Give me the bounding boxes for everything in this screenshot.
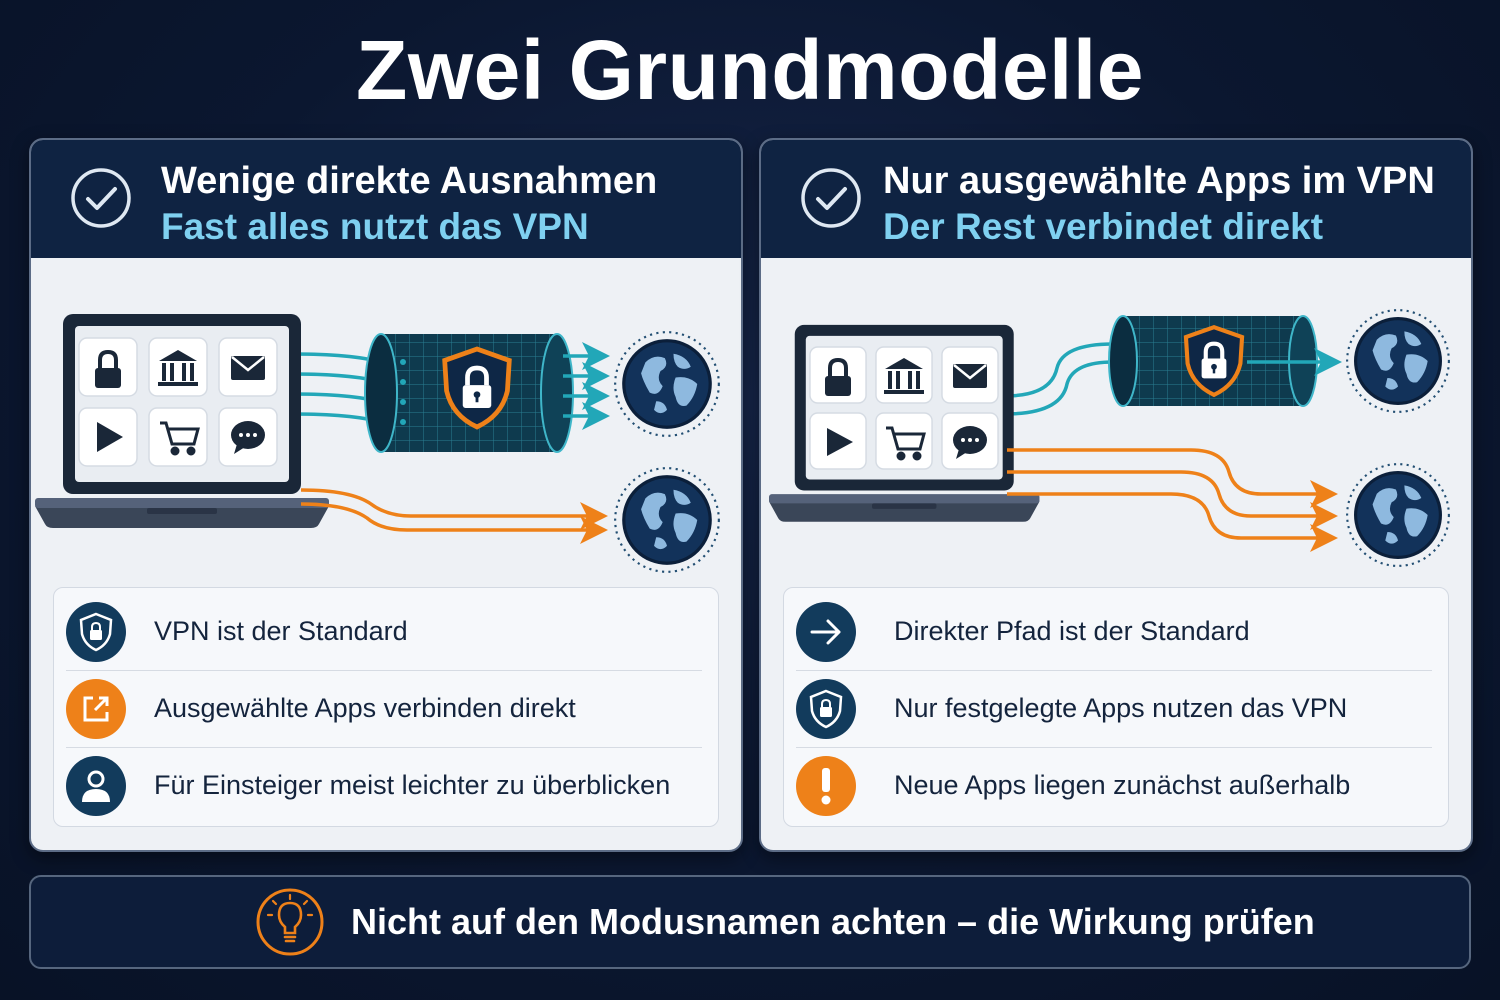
direct-paths	[300, 488, 608, 544]
list-item: Für Einsteiger meist leichter zu überbli…	[66, 747, 702, 824]
left-feature-list: VPN ist der Standard Ausgewählte Apps ve…	[53, 587, 719, 827]
list-item: Nur festgelegte Apps nutzen das VPN	[796, 670, 1432, 748]
cart-icon	[160, 421, 200, 456]
lightbulb-icon	[256, 888, 324, 956]
list-item-text: VPN ist der Standard	[154, 616, 408, 646]
lock-icon	[825, 357, 851, 396]
list-item-text: Direkter Pfad ist der Standard	[894, 616, 1250, 646]
check-circle-icon	[801, 168, 861, 228]
user-icon	[66, 755, 126, 816]
chat-icon	[231, 421, 265, 454]
right-feature-list: Direkter Pfad ist der Standard Nur festg…	[783, 587, 1449, 827]
shield-lock-icon	[66, 601, 126, 662]
list-item: Neue Apps liegen zunächst außerhalb	[796, 747, 1432, 824]
mail-icon	[953, 364, 987, 388]
arrow-right-icon	[796, 601, 856, 662]
globe-icon	[1345, 462, 1451, 568]
list-item-text: Ausgewählte Apps verbinden direkt	[154, 693, 576, 723]
globe-icon	[1345, 308, 1451, 414]
list-item: VPN ist der Standard	[66, 593, 702, 671]
external-link-icon	[66, 678, 126, 739]
warning-icon	[796, 755, 856, 816]
list-item-text: Nur festgelegte Apps nutzen das VPN	[894, 693, 1348, 723]
chat-icon	[953, 426, 987, 459]
right-panel-title: Nur ausgewählte Apps im VPN	[883, 160, 1435, 202]
right-diagram	[769, 308, 1451, 568]
vpn-paths	[1004, 342, 1114, 416]
lock-icon	[95, 349, 121, 388]
page-title: Zwei Grundmodelle	[356, 23, 1144, 117]
footer-banner: Nicht auf den Modusnamen achten – die Wi…	[29, 875, 1471, 969]
vpn-exit-arrows	[563, 342, 610, 430]
left-panel-title: Wenige direkte Ausnahmen	[161, 160, 658, 202]
list-item-text: Für Einsteiger meist leichter zu überbli…	[154, 770, 671, 800]
check-circle-icon	[71, 168, 131, 228]
globe-icon	[613, 466, 721, 574]
mail-icon	[231, 356, 265, 380]
list-item: Ausgewählte Apps verbinden direkt	[66, 670, 702, 748]
left-diagram	[35, 314, 721, 574]
play-icon	[827, 428, 853, 456]
bank-icon	[158, 350, 198, 386]
left-panel-header: Wenige direkte Ausnahmen Fast alles nutz…	[31, 140, 741, 258]
left-panel: Wenige direkte Ausnahmen Fast alles nutz…	[29, 138, 743, 852]
footer-text: Nicht auf den Modusnamen achten – die Wi…	[351, 901, 1315, 942]
right-panel: Nur ausgewählte Apps im VPN Der Rest ver…	[759, 138, 1473, 852]
right-panel-subtitle: Der Rest verbindet direkt	[883, 206, 1324, 247]
shield-lock-icon	[796, 678, 856, 739]
right-panel-header: Nur ausgewählte Apps im VPN Der Rest ver…	[761, 140, 1471, 258]
list-item: Direkter Pfad ist der Standard	[796, 593, 1432, 671]
bank-icon	[884, 358, 924, 394]
cart-icon	[886, 426, 926, 461]
list-item-text: Neue Apps liegen zunächst außerhalb	[894, 770, 1351, 800]
direct-paths	[1007, 448, 1338, 552]
play-icon	[97, 422, 123, 452]
left-panel-subtitle: Fast alles nutzt das VPN	[161, 206, 589, 247]
globe-icon	[613, 330, 721, 438]
